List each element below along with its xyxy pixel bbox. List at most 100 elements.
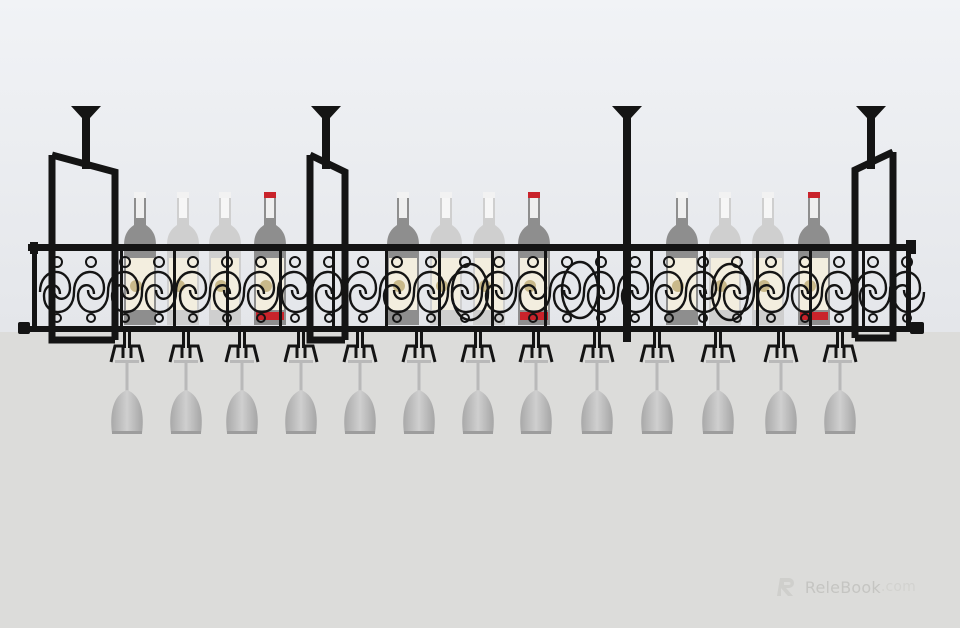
grille-slat xyxy=(809,251,812,327)
neck-label xyxy=(721,198,729,218)
scroll-ring xyxy=(834,313,844,323)
hook-stem xyxy=(474,332,477,348)
scroll-ring xyxy=(902,313,912,323)
glass-base xyxy=(230,360,254,363)
grille-slat xyxy=(226,251,229,327)
glass-rim xyxy=(766,431,796,434)
scroll-ring xyxy=(765,256,777,268)
glass-rim xyxy=(521,431,551,434)
glass-hook xyxy=(401,344,437,363)
scroll-ring xyxy=(256,313,266,323)
grille-slat xyxy=(703,251,706,327)
scroll-ring xyxy=(289,256,301,268)
scroll-ring xyxy=(732,313,742,323)
bottle-cap xyxy=(219,192,231,198)
scroll-upper xyxy=(820,270,854,300)
scroll-ring xyxy=(255,256,267,268)
hook-stem xyxy=(238,332,241,348)
glass-base xyxy=(769,360,793,363)
bottle-red-band xyxy=(256,312,284,320)
grille-slat xyxy=(332,251,335,327)
hanging-glass xyxy=(168,332,204,434)
glass-rim xyxy=(463,431,493,434)
hanging-glass xyxy=(579,332,615,434)
glass-bowl xyxy=(344,390,376,433)
neck-label xyxy=(179,198,187,218)
hook-stem xyxy=(782,332,785,348)
scroll-ring xyxy=(391,256,403,268)
glass-hook xyxy=(460,344,496,363)
hook-stem xyxy=(361,332,364,348)
glass-stem xyxy=(125,362,129,392)
bottle-cap xyxy=(134,192,146,198)
right-end-cap xyxy=(910,322,924,334)
scroll-lower xyxy=(484,284,518,314)
ceiling-mount xyxy=(311,106,341,118)
scroll-upper xyxy=(752,270,786,300)
scroll-upper xyxy=(718,270,752,300)
ceiling-hanger xyxy=(306,106,349,344)
side-frame xyxy=(48,151,119,344)
hanger-rod xyxy=(867,114,875,169)
scroll-lower xyxy=(178,284,212,314)
glass-hook xyxy=(822,344,858,363)
glass-rim xyxy=(112,431,142,434)
glass-bowl xyxy=(462,390,494,433)
scroll-ring xyxy=(868,313,878,323)
scroll-upper xyxy=(276,270,310,300)
scroll-motif xyxy=(276,256,314,323)
grille-slat xyxy=(491,251,494,327)
scroll-ring xyxy=(562,313,572,323)
hanging-glass xyxy=(460,332,496,434)
glass-stem xyxy=(184,362,188,392)
scroll-ring xyxy=(595,256,607,268)
glass-stem xyxy=(358,362,362,392)
glass-bowl xyxy=(824,390,856,433)
scroll-ring xyxy=(833,256,845,268)
glass-base xyxy=(585,360,609,363)
glass-bowl xyxy=(765,390,797,433)
neck-label xyxy=(266,198,274,218)
scroll-motif xyxy=(242,256,280,323)
glass-bowl xyxy=(111,390,143,433)
hook-stem xyxy=(719,332,722,348)
scroll-lower xyxy=(314,284,348,314)
scroll-lower xyxy=(110,284,144,314)
scroll-ring xyxy=(357,256,369,268)
hanging-glass xyxy=(283,332,319,434)
scroll-ring xyxy=(51,256,63,268)
scroll-lower xyxy=(858,284,892,314)
glass-rim xyxy=(345,431,375,434)
scroll-upper xyxy=(242,270,276,300)
scroll-upper xyxy=(786,270,820,300)
scroll-ring xyxy=(494,313,504,323)
scroll-upper xyxy=(106,270,140,300)
neck-label xyxy=(810,198,818,218)
glass-hook xyxy=(639,344,675,363)
scroll-lower xyxy=(76,284,110,314)
scroll-upper xyxy=(582,270,616,300)
bottom-rail xyxy=(28,326,914,332)
glass-hook xyxy=(224,344,260,363)
scroll-ring xyxy=(663,256,675,268)
grille-slat xyxy=(120,251,123,327)
glass-hook xyxy=(700,344,736,363)
scroll-ring xyxy=(358,313,368,323)
glass-rim xyxy=(703,431,733,434)
scroll-lower xyxy=(246,284,280,314)
hook-stem xyxy=(714,332,717,348)
bottle-cap xyxy=(440,192,452,198)
scroll-lower xyxy=(586,284,620,314)
scroll-ring xyxy=(425,256,437,268)
grille-slat xyxy=(862,251,865,327)
scroll-upper xyxy=(310,270,344,300)
hanging-glass xyxy=(518,332,554,434)
oval-scroll xyxy=(450,262,490,322)
scroll-ring xyxy=(528,313,538,323)
floor-background xyxy=(0,332,960,628)
scroll-motif xyxy=(888,256,926,323)
glass-hook xyxy=(579,344,615,363)
scroll-upper xyxy=(480,270,514,300)
scroll-lower xyxy=(824,284,858,314)
scroll-ring xyxy=(766,313,776,323)
